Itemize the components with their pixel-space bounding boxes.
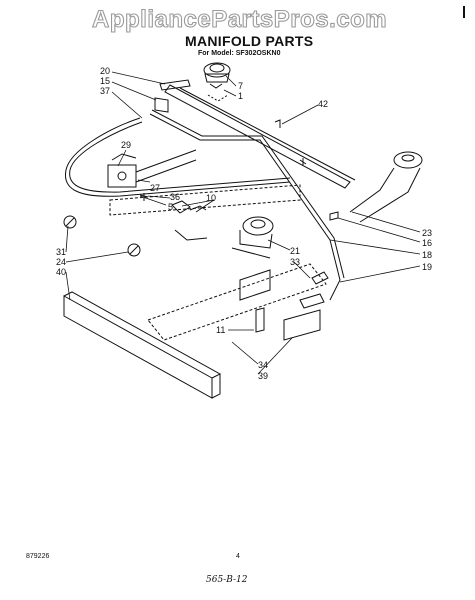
callout-40: 40	[56, 267, 66, 277]
callout-16: 16	[422, 238, 432, 248]
gas-tube-loop	[64, 109, 345, 301]
control-knobs	[63, 215, 141, 257]
burner-21	[231, 216, 274, 259]
callout-18: 18	[422, 250, 432, 260]
callout-39: 39	[258, 371, 268, 381]
callout-7: 7	[238, 81, 243, 91]
callout-5: 5	[168, 202, 173, 212]
lower-bracket	[147, 263, 329, 341]
watermark-logo: AppliancePartsPros.com	[91, 5, 388, 33]
footer-page-number: 4	[236, 553, 240, 560]
callout-1: 1	[238, 91, 243, 101]
edge-mark	[463, 6, 465, 18]
callout-36: 36	[170, 192, 180, 202]
callout-24: 24	[56, 257, 66, 267]
callout-31: 31	[56, 247, 66, 257]
front-valve-row	[109, 184, 301, 241]
callout-29: 29	[121, 140, 131, 150]
front-panel-strip	[63, 291, 222, 399]
callout-23: 23	[422, 228, 432, 238]
callout-27: 27	[150, 183, 160, 193]
model-subtitle: For Model: SF302OSKN0	[198, 50, 281, 57]
callout-labels: 20 15 37 7 1 42 29 27 36 5 10 23 16 18 1…	[56, 66, 432, 381]
callout-19: 19	[422, 262, 432, 272]
callout-21: 21	[290, 246, 300, 256]
top-burner-assembly	[203, 62, 231, 102]
callout-34: 34	[258, 360, 268, 370]
callout-11: 11	[216, 325, 225, 335]
leader-lines	[65, 71, 421, 375]
valve-29	[107, 149, 197, 188]
footer-handwritten-note: 565-B-12	[206, 575, 248, 585]
callout-10: 10	[206, 193, 216, 203]
callout-20: 20	[100, 66, 110, 76]
footer-part-code: 879226	[26, 553, 50, 560]
page-title: MANIFOLD PARTS	[185, 33, 314, 49]
callout-37: 37	[100, 86, 110, 96]
top-bracket	[154, 79, 191, 113]
callout-42: 42	[318, 99, 328, 109]
callout-33: 33	[290, 257, 300, 267]
callout-15: 15	[100, 76, 110, 86]
